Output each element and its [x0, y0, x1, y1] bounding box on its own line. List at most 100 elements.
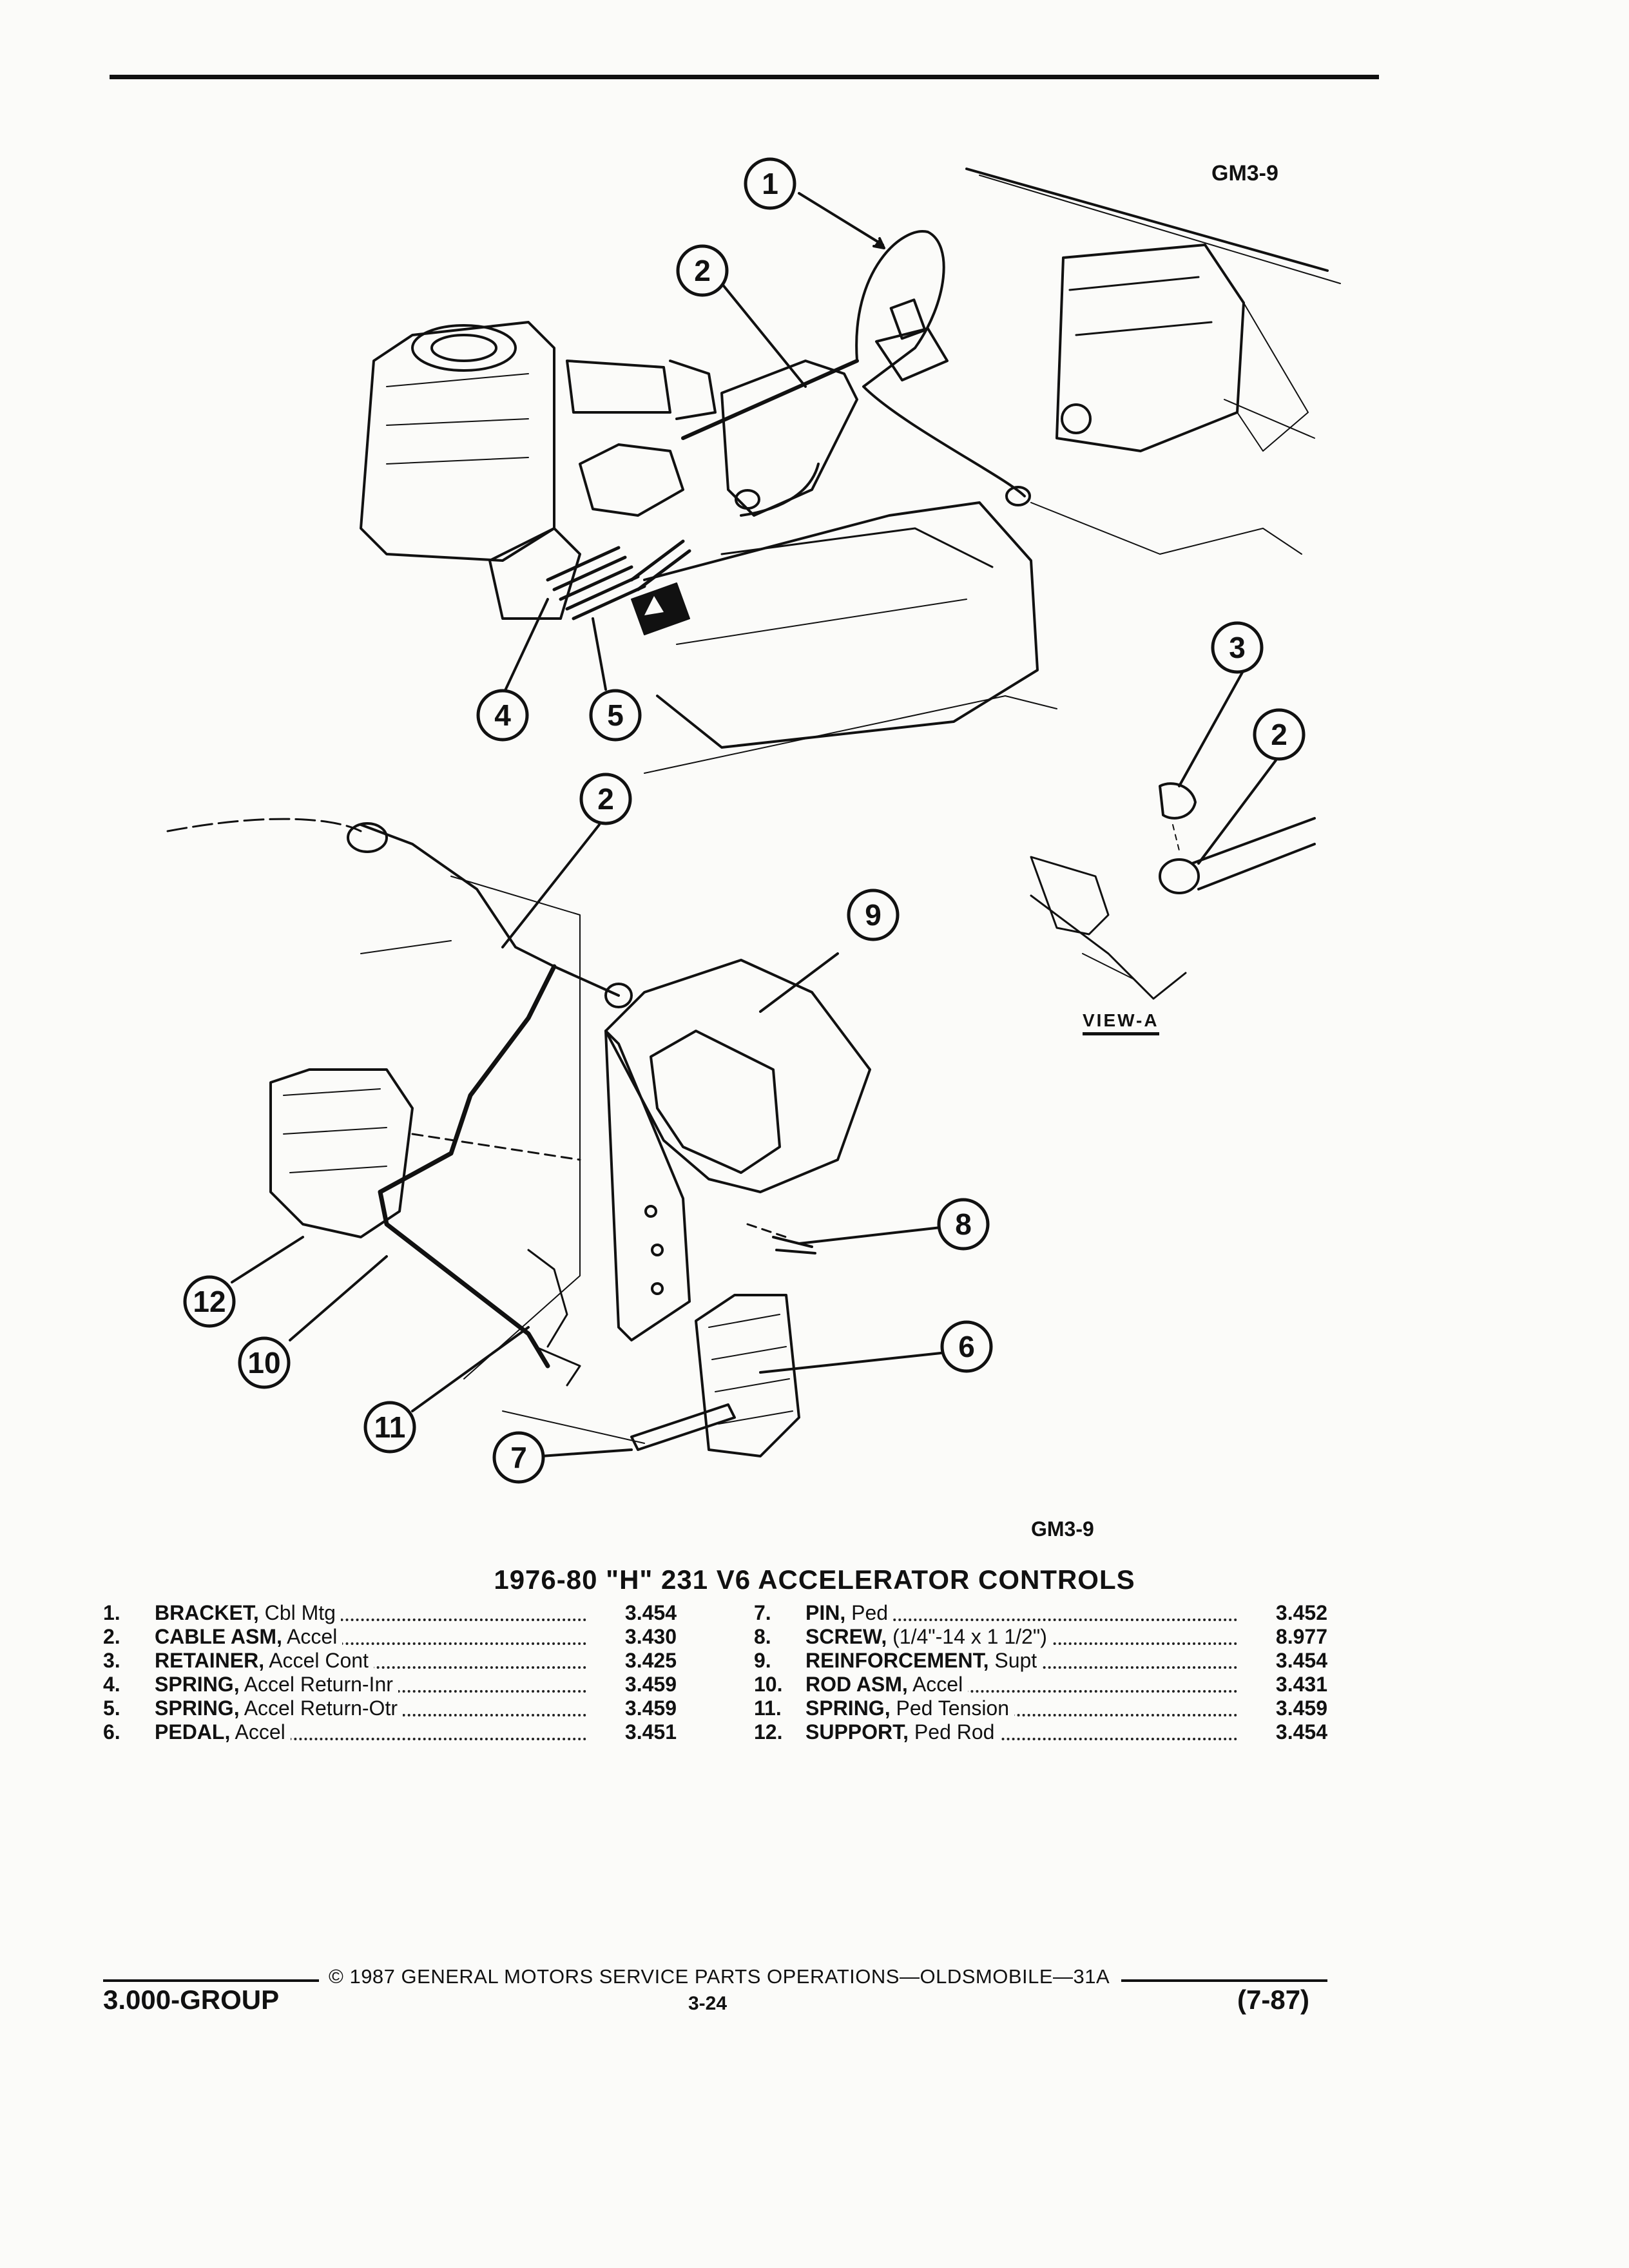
part-detail: Accel Return-Inr [239, 1673, 393, 1696]
view-a-label: VIEW-A [1083, 1010, 1159, 1035]
parts-list-right: 7. PIN, Ped 3.452 8. SCREW, (1/4"-14 x 1 1/2… [754, 1601, 1327, 1744]
part-row: 11. SPRING, Ped Tension 3.459 [754, 1696, 1327, 1720]
part-detail: Accel [230, 1720, 285, 1744]
callout-label: 9 [865, 898, 882, 932]
part-number: 10. [754, 1673, 783, 1696]
callout-label: 11 [374, 1410, 406, 1444]
dot-leader [805, 1690, 1237, 1693]
callout-label: 4 [494, 698, 511, 732]
footer-rule-left [103, 1979, 319, 1982]
callout-circle [183, 1275, 236, 1328]
part-detail: Cbl Mtg [258, 1601, 336, 1624]
part-number: 1. [103, 1601, 120, 1624]
callout-circle [363, 1401, 416, 1454]
part-number: 3. [103, 1649, 120, 1672]
dot-leader [155, 1619, 586, 1621]
part-description: RETAINER, Accel Cont [155, 1649, 599, 1673]
figure-tag-top: GM3-9 [1211, 161, 1278, 186]
footer-group: 3.000-GROUP [103, 1984, 280, 2015]
callout-circle [579, 773, 632, 825]
callout-circle [476, 689, 529, 742]
part-number: 7. [754, 1601, 771, 1624]
part-number: 11. [754, 1696, 782, 1720]
top-rule [110, 75, 1379, 79]
callout-circle [492, 1431, 545, 1484]
view-a-detail-illustration [1030, 782, 1316, 1000]
part-name: BRACKET, [155, 1601, 259, 1624]
part-number: 8. [754, 1625, 771, 1648]
callout-label: 2 [1271, 718, 1287, 751]
diagram-title: 1976-80 "H" 231 V6 ACCELERATOR CONTROLS [494, 1564, 1135, 1595]
part-number: 2. [103, 1625, 120, 1648]
callout-label: 7 [510, 1441, 527, 1474]
part-name: SCREW, [805, 1625, 887, 1648]
callout-label: 8 [955, 1207, 972, 1241]
part-name: CABLE ASM, [155, 1625, 282, 1648]
part-name: SPRING, [155, 1673, 240, 1696]
part-name: REINFORCEMENT, [805, 1649, 989, 1672]
part-name: SPRING, [155, 1696, 240, 1720]
callout-circle [1253, 708, 1306, 761]
part-code: 3.454 [1275, 1720, 1327, 1744]
part-description: SPRING, Ped Tension [805, 1696, 1250, 1720]
part-detail: Accel Cont [264, 1649, 369, 1672]
part-detail: Ped Rod [909, 1720, 995, 1744]
part-row: 8.SCREW, (1/4"-14 x 1 1/2")8.977 [754, 1625, 1327, 1649]
dot-leader [155, 1642, 586, 1645]
part-description: CABLE ASM, Accel [155, 1625, 599, 1649]
part-description: BRACKET, Cbl Mtg [155, 1601, 599, 1625]
callout-circle [937, 1198, 990, 1251]
part-row: 7. PIN, Ped 3.452 [754, 1601, 1327, 1625]
dot-leader [155, 1738, 586, 1740]
part-number: 12. [754, 1720, 783, 1744]
part-name: PEDAL, [155, 1720, 231, 1744]
part-code: 3.459 [624, 1696, 677, 1720]
part-code: 3.452 [1275, 1601, 1327, 1624]
part-description: SPRING, Accel Return-Otr [155, 1696, 599, 1720]
callout-circle [676, 244, 729, 297]
part-detail: Ped [845, 1601, 889, 1624]
footer-page-number: 3-24 [688, 1993, 728, 2014]
dot-leader [805, 1738, 1237, 1740]
callout-label: 2 [597, 782, 614, 816]
footer-copyright: © 1987 GENERAL MOTORS SERVICE PARTS OPER… [329, 1965, 1110, 1988]
callout-label: 5 [607, 698, 624, 732]
part-name: ROD ASM, [805, 1673, 908, 1696]
callout-circle [940, 1320, 993, 1373]
part-description: PEDAL, Accel [155, 1720, 599, 1744]
part-detail: Ped Tension [890, 1696, 1010, 1720]
part-description: SCREW, (1/4"-14 x 1 1/2") [805, 1625, 1250, 1649]
callout-circle [589, 689, 642, 742]
part-detail: Accel [907, 1673, 963, 1696]
callout-circle [847, 889, 900, 941]
part-code: 3.430 [624, 1625, 677, 1648]
part-detail: Supt [988, 1649, 1037, 1672]
callout-label: 3 [1229, 631, 1246, 664]
callout-label: 10 [247, 1346, 280, 1379]
part-description: PIN, Ped [805, 1601, 1250, 1625]
callout-leaders [231, 192, 1277, 1457]
part-description: SPRING, Accel Return-Inr [155, 1673, 599, 1696]
figure-tag-bottom: GM3-9 [1031, 1517, 1094, 1541]
footer-date: (7-87) [1237, 1984, 1310, 2015]
part-number: 9. [754, 1649, 771, 1672]
part-description: REINFORCEMENT, Supt [805, 1649, 1250, 1673]
part-code: 3.451 [624, 1720, 677, 1744]
part-detail: Accel [282, 1625, 338, 1648]
callout-label: 12 [193, 1285, 226, 1318]
callout-label: 2 [694, 254, 711, 287]
part-name: SPRING, [805, 1696, 891, 1720]
part-code: 3.459 [624, 1673, 677, 1696]
part-code: 3.459 [1275, 1696, 1327, 1720]
part-row: 2. CABLE ASM, Accel 3.430 [103, 1625, 677, 1649]
callout-circle [744, 157, 796, 210]
